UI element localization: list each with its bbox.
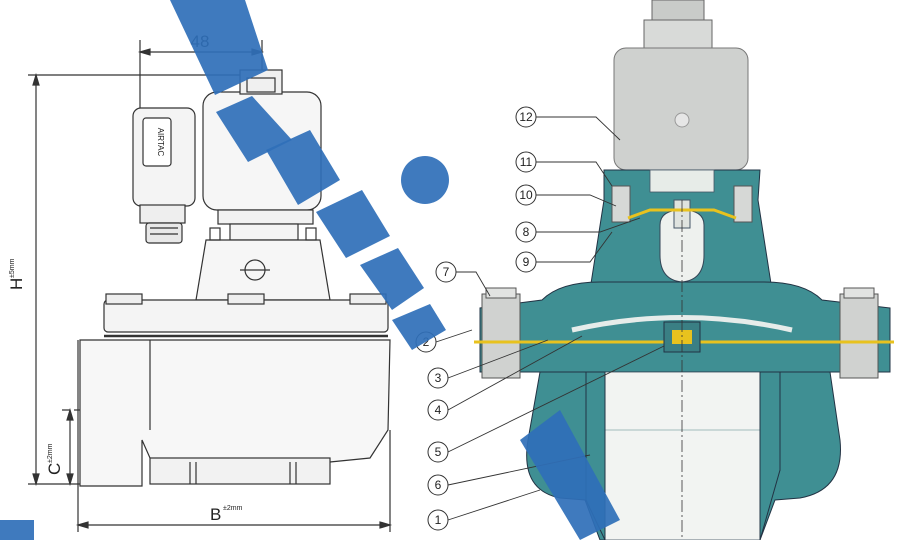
svg-text:1: 1 xyxy=(435,513,442,527)
din-connector xyxy=(132,107,196,244)
callout-10: 10 xyxy=(515,184,537,206)
callout-4: 4 xyxy=(427,399,449,421)
svg-text:12: 12 xyxy=(519,110,533,124)
solenoid-coil xyxy=(613,47,749,171)
dimension-h-label: H xyxy=(7,278,26,290)
callout-9: 9 xyxy=(515,251,537,273)
callout-5: 5 xyxy=(427,441,449,463)
dimension-c-tolerance: ±2mm xyxy=(47,443,54,463)
svg-text:10: 10 xyxy=(519,188,533,202)
svg-text:4: 4 xyxy=(435,403,442,417)
coil-nut xyxy=(651,0,705,21)
dimension-c-label: C xyxy=(45,463,64,475)
bonnet-outline xyxy=(195,223,331,301)
dimension-b xyxy=(75,340,393,532)
dimension-h-tolerance: ±5mm xyxy=(9,258,16,278)
callouts: 12 11 10 8 9 7 2 3 4 5 6 1 xyxy=(415,106,537,531)
callout-3: 3 xyxy=(427,367,449,389)
callout-8: 8 xyxy=(515,221,537,243)
body-outline xyxy=(79,339,391,487)
callout-11: 11 xyxy=(515,151,537,173)
svg-text:3: 3 xyxy=(435,371,442,385)
flange-outline xyxy=(103,293,389,338)
svg-text:5: 5 xyxy=(435,445,442,459)
svg-text:2: 2 xyxy=(423,335,430,349)
svg-text:8: 8 xyxy=(523,225,530,239)
dimension-h xyxy=(28,72,250,487)
dimension-h-text: H ±5mm xyxy=(7,258,26,290)
callout-leaders xyxy=(435,116,665,521)
dimension-b-tolerance: ±2mm xyxy=(223,505,243,512)
callout-1: 1 xyxy=(427,509,449,531)
dimension-c-text: C ±2mm xyxy=(45,443,64,475)
svg-text:9: 9 xyxy=(523,255,530,269)
svg-text:7: 7 xyxy=(443,265,450,279)
svg-text:6: 6 xyxy=(435,478,442,492)
callout-6: 6 xyxy=(427,474,449,496)
dimension-b-text: B ±2mm xyxy=(210,505,243,524)
dimension-b-label: B xyxy=(210,505,221,524)
callout-7: 7 xyxy=(435,261,457,283)
callout-12: 12 xyxy=(515,106,537,128)
coil-plate-text: AIRTAC xyxy=(156,128,165,157)
svg-text:11: 11 xyxy=(520,155,533,169)
outline-view xyxy=(28,40,393,532)
watermark xyxy=(0,0,620,540)
